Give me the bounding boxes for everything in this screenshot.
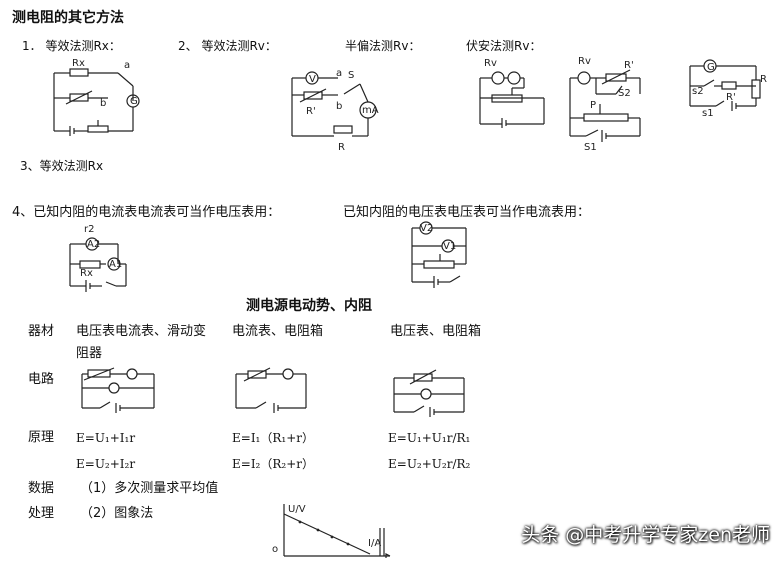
data-point [330, 535, 334, 539]
row-label-circuit: 电路 [28, 372, 55, 387]
col2-equipment: 电流表、电阻箱 [232, 324, 324, 339]
emf-circuit-ammeter-resistance-box [235, 367, 307, 413]
col3-equation-2: E=U₂+U₂r/R₂ [388, 457, 471, 471]
col1-equipment-line2: 阻器 [76, 346, 103, 361]
processing-method-2: （2）图象法 [80, 506, 154, 521]
label-p: P [590, 100, 596, 111]
voltmeter-icon [420, 388, 432, 400]
resistor-rx [69, 68, 89, 77]
label-r3: R [760, 74, 767, 85]
slide-rheostat [583, 113, 629, 122]
label-g2: G [707, 62, 715, 73]
label-v: V [309, 74, 316, 85]
label-r-prime2: R' [624, 60, 634, 71]
graph-xlabel: I/A [368, 538, 381, 549]
method-5-heading: 3、等效法测Rx [20, 159, 104, 173]
label-rv2: Rv [578, 56, 591, 67]
circuit-equivalent-rv: V S a R' b mA R [291, 68, 379, 153]
voltmeter-icon [108, 382, 120, 394]
graph-origin: o [272, 544, 278, 555]
slide-rheostat [423, 260, 455, 269]
emf-circuit-voltmeter-ammeter [81, 367, 155, 413]
method-7-heading: 已知内阻的电压表电压表可当作电流表用： [343, 205, 591, 220]
col3-equation-1: E=U₁+U₁r/R₁ [388, 431, 471, 445]
page-title: 测电阻的其它方法 [12, 10, 124, 26]
resistor-rx [79, 260, 101, 269]
circuit-ammeter-as-voltmeter: r2 A2 Rx A1 [69, 224, 127, 292]
label-a2-meter: A2 [87, 239, 100, 250]
row-label-data: 数据 [28, 481, 55, 496]
emf-circuit-voltmeter-resistance-box [393, 369, 465, 417]
method-4-heading: 伏安法测Rv： [466, 39, 542, 53]
method-6-heading: 4、已知内阻的电流表电流表可当作电压表用： [12, 205, 281, 220]
label-rx: Rx [72, 58, 85, 69]
row-label-principle: 原理 [28, 430, 55, 445]
label-v1: V1 [443, 241, 456, 252]
u-i-graph: U/V I/A o [272, 504, 391, 558]
resistor-r-prime [721, 81, 737, 90]
col1-equipment-line1: 电压表电流表、滑动变 [76, 324, 207, 339]
label-a: a [124, 60, 130, 71]
col3-equipment: 电压表、电阻箱 [390, 324, 482, 339]
ammeter-icon [282, 368, 294, 380]
rheostat [87, 125, 109, 133]
label-a1-meter: A1 [109, 259, 122, 270]
x-axis-arrow [385, 553, 391, 558]
resistor-vertical [751, 79, 761, 99]
label-s1b: s1 [702, 108, 714, 119]
label-s1: S1 [584, 142, 597, 153]
label-rx2: Rx [80, 268, 93, 279]
data-point [298, 520, 302, 524]
watermark: 头条 @中考升学专家zen老师 [521, 524, 770, 546]
processing-method-1: （1）多次测量求平均值 [80, 481, 219, 496]
label-r-prime: R' [306, 106, 316, 117]
fit-line [283, 513, 371, 555]
row-label-processing: 处理 [28, 506, 55, 521]
graph-ylabel: U/V [288, 504, 306, 515]
circuit-voltmeter-as-ammeter: V2 V1 [411, 221, 467, 288]
row-label-equipment: 器材 [28, 324, 55, 339]
ammeter-icon [126, 368, 138, 380]
label-s2: S2 [618, 88, 631, 99]
voltmeter-icon [577, 71, 591, 85]
col2-equation-2: E=I₂（R₂+r） [232, 457, 315, 471]
label-g: G [130, 96, 138, 107]
data-point [316, 528, 320, 532]
label-r: R [338, 142, 345, 153]
label-r2: r2 [84, 224, 94, 235]
label-a2: a [336, 68, 342, 79]
circuit-equivalent-rx: Rx a b G [53, 58, 140, 136]
voltmeter-icon [491, 71, 505, 85]
circuit-voltammetry-rv: Rv R' S2 P S1 [569, 56, 641, 153]
emf-section-title: 测电源电动势、内阻 [246, 298, 372, 314]
label-rv: Rv [484, 58, 497, 69]
col1-equation-1: E=U₁+I₁r [76, 431, 136, 445]
label-v2: V2 [420, 223, 433, 234]
rheostat-r [333, 125, 353, 134]
slide-rheostat [491, 94, 523, 103]
circuit-small-rx: G R s2 R' s1 [689, 59, 767, 119]
label-ma: mA [362, 105, 379, 116]
method-3-heading: 半偏法测Rv： [345, 39, 421, 53]
data-point [346, 542, 350, 546]
col2-equation-1: E=I₁（R₁+r） [232, 431, 315, 445]
label-s: S [348, 70, 354, 81]
ammeter-icon [507, 71, 521, 85]
label-r-prime3: R' [726, 92, 736, 103]
method-1-heading: 1． 等效法测Rx： [22, 39, 121, 53]
col1-equation-2: E=U₂+I₂r [76, 457, 136, 471]
label-s2b: s2 [692, 86, 704, 97]
label-b2: b [336, 101, 342, 112]
circuit-half-deflection: Rv [479, 58, 545, 128]
label-b: b [100, 98, 106, 109]
method-2-heading: 2、 等效法测Rv： [178, 39, 277, 53]
